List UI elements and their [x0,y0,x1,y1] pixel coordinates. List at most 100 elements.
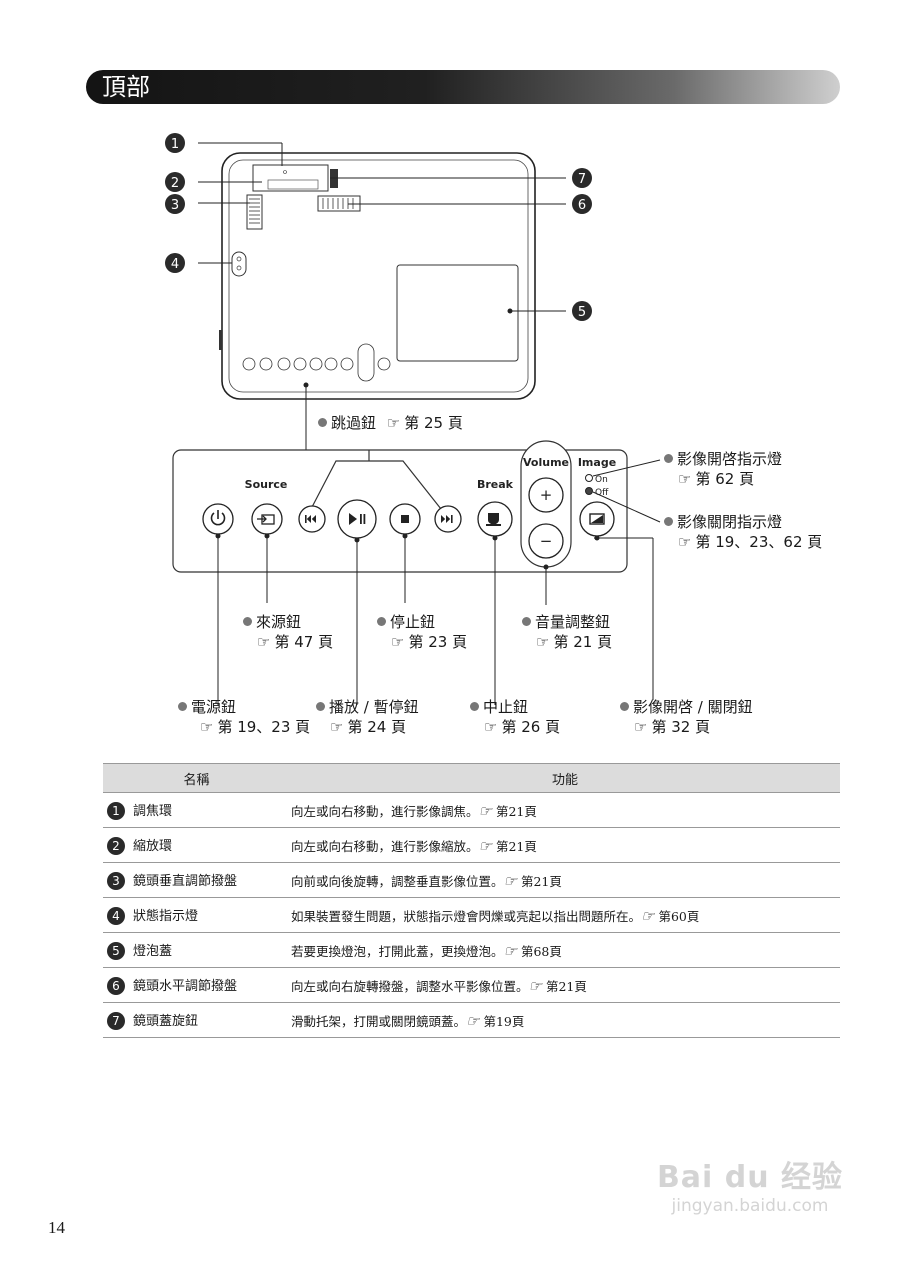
row-function: 向左或向右移動，進行影像調焦。 [291,803,479,819]
row-number: 1 [107,802,125,821]
panel-source-label: Source [245,478,288,491]
callout-1-text: 1 [171,137,179,152]
table-header-name: 名稱 [103,763,290,793]
page-ref-icon: ☞ [478,801,492,820]
callout-7-text: 7 [578,172,586,187]
plus-icon: + [540,486,553,504]
table-row: 6 鏡頭水平調節撥盤 向左或向右旋轉撥盤，調整水平影像位置。☞第21頁 [103,967,840,1003]
page-ref-icon: ☞ [678,470,692,488]
page-ref-icon: ☞ [536,633,550,651]
page-ref-icon: ☞ [391,633,405,651]
page-ref-icon: ☞ [678,533,692,551]
row-number: 5 [107,942,125,961]
callout-3-text: 3 [171,198,179,213]
page-ref-icon: ☞ [466,1011,480,1030]
row-name: 狀態指示燈 [133,908,199,924]
volume-down-button[interactable] [528,523,564,559]
image-off-led [585,487,593,495]
status-indicator [231,251,247,277]
image-on-text: On [595,475,608,485]
row-name: 縮放環 [133,838,173,854]
callout-2 [165,172,185,192]
row-number: 4 [107,907,125,926]
row-page: 第21頁 [495,838,537,854]
panel-image-label: Image [578,456,616,469]
row-page: 第21頁 [495,803,537,819]
volume-up-button[interactable] [528,477,564,513]
page-ref-icon: ☞ [200,718,214,736]
row-number: 7 [107,1012,125,1031]
page-ref-icon: ☞ [528,976,542,995]
mini-control-strip [242,343,391,382]
image-toggle-button-label: 影像開啓 / 關閉鈕 ☞第 32 頁 [620,697,753,737]
row-function: 如果裝置發生問題，狀態指示燈會閃爍或亮起以指出問題所在。 [291,908,642,924]
row-function: 若要更換燈泡，打開此蓋，更換燈泡。 [291,943,504,959]
callout-3 [165,194,185,214]
power-icon [210,510,226,526]
play-pause-icon [349,513,366,525]
row-number: 2 [107,837,125,856]
image-off-text: Off [595,488,609,498]
break-cup-icon [486,513,501,526]
row-function: 向左或向右移動，進行影像縮放。 [291,838,479,854]
skip-back-icon [305,515,316,523]
page-number: 14 [48,1218,65,1237]
focus-zoom-housing [252,164,329,192]
page-ref-icon: ☞ [330,718,344,736]
row-function: 向左或向右旋轉撥盤，調整水平影像位置。 [291,978,529,994]
section-title-bar: 頂部 [86,70,840,104]
skip-forward-icon [441,515,453,523]
callout-7 [572,168,592,188]
page-ref-icon: ☞ [503,941,517,960]
stop-button-label: 停止鈕 ☞第 23 頁 [377,612,467,652]
row-page: 第21頁 [545,978,587,994]
image-toggle-icon [589,513,605,525]
section-title: 頂部 [102,73,150,101]
panel-volume-label: Volume [523,456,569,469]
baidu-watermark: Bai du 经验 jingyan.baidu.com [650,1152,850,1216]
lamp-cover [396,264,519,362]
vertical-lens-dial [246,194,263,230]
row-function: 向前或向後旋轉，調整垂直影像位置。 [291,873,504,889]
source-icon [257,514,275,525]
source-button[interactable] [251,503,283,535]
page-ref-icon: ☞ [386,414,401,432]
image-off-led-label: 影像關閉指示燈 ☞第 19、23、62 頁 [664,512,822,552]
play-pause-button-label: 播放 / 暫停鈕 ☞第 24 頁 [316,697,419,737]
power-button-label: 電源鈕 ☞第 19、23 頁 [178,697,310,737]
skip-label: 跳過鈕 ☞第 25 頁 [318,413,463,433]
page-ref-icon: ☞ [484,718,498,736]
row-name: 鏡頭蓋旋鈕 [133,1013,199,1029]
row-number: 6 [107,977,125,996]
row-number: 3 [107,872,125,891]
row-page: 第60頁 [658,908,700,924]
callout-4-text: 4 [171,257,179,272]
volume-button-label: 音量調整鈕 ☞第 21 頁 [522,612,612,652]
callout-4 [165,253,185,273]
callout-2-text: 2 [171,176,179,191]
row-name: 調焦環 [133,803,173,819]
row-page: 第19頁 [483,1013,525,1029]
source-button-label: 來源鈕 ☞第 47 頁 [243,612,333,652]
table-row: 2 縮放環 向左或向右移動，進行影像縮放。☞第21頁 [103,827,840,863]
projector-top-diagram: 1 2 3 4 5 6 7 Source Break Volume Image … [165,133,661,705]
callout-1 [165,133,185,153]
minus-icon: − [540,532,553,550]
row-name: 鏡頭垂直調節撥盤 [133,873,238,889]
callout-5-text: 5 [578,305,586,320]
table-header-function: 功能 [290,763,840,793]
page-ref-icon: ☞ [641,906,655,925]
break-button-label: 中止鈕 ☞第 26 頁 [470,697,560,737]
page-ref-icon: ☞ [478,836,492,855]
panel-break-label: Break [477,478,514,491]
callout-6 [572,194,592,214]
page-ref-icon: ☞ [257,633,271,651]
row-name: 燈泡蓋 [133,943,173,959]
callout-5 [572,301,592,321]
row-name: 鏡頭水平調節撥盤 [133,978,238,994]
callout-6-text: 6 [578,198,586,213]
